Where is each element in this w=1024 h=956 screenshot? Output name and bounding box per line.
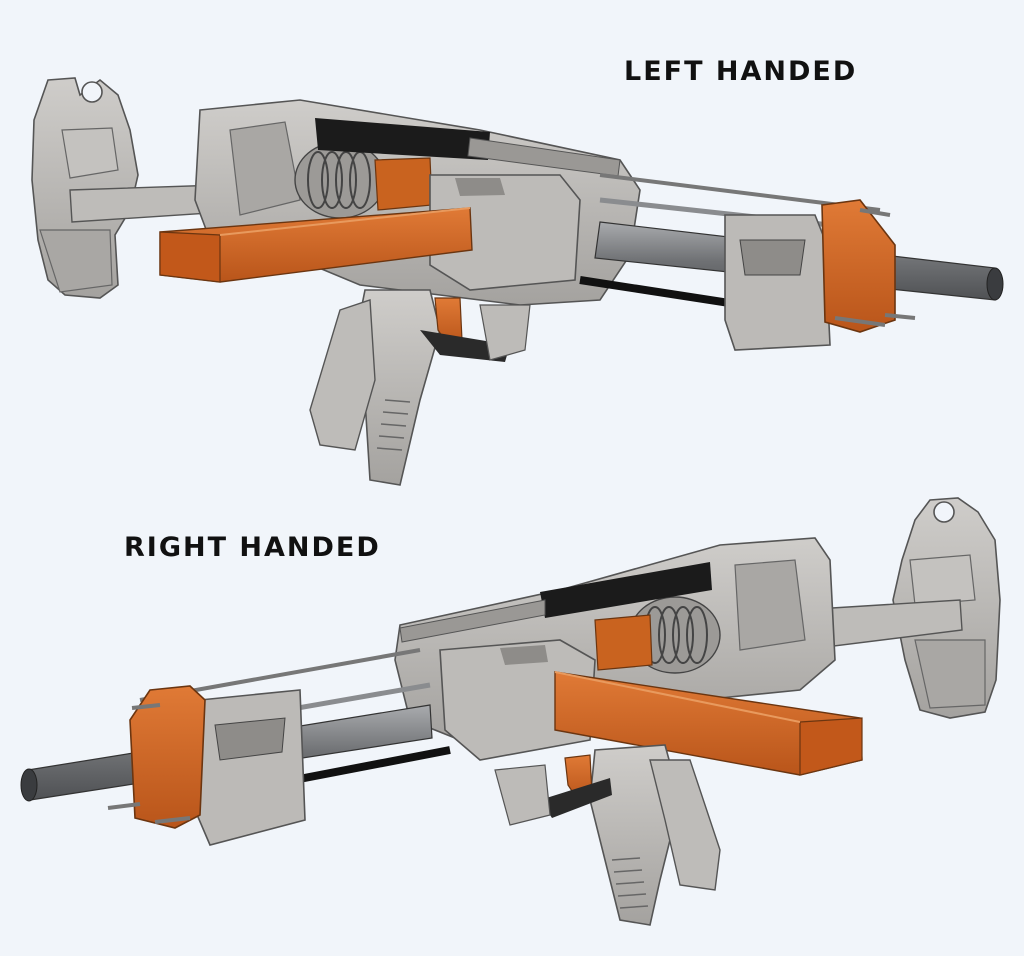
right-handed-label: RIGHT HANDED <box>124 532 381 563</box>
handguard <box>194 689 306 846</box>
grip <box>494 744 721 926</box>
handguard <box>724 214 831 351</box>
end-cap <box>821 199 916 333</box>
left-handed-blaster <box>31 77 1004 486</box>
grip <box>309 289 531 486</box>
end-cap <box>107 685 206 829</box>
front-block <box>429 174 581 291</box>
right-handed-blaster <box>20 497 1001 926</box>
stock <box>799 497 1001 719</box>
left-handed-label: LEFT HANDED <box>624 56 858 87</box>
magazine <box>159 207 473 283</box>
magazine <box>554 671 863 776</box>
top-rail <box>399 562 712 643</box>
top-rail <box>315 118 621 177</box>
stock <box>31 77 226 299</box>
